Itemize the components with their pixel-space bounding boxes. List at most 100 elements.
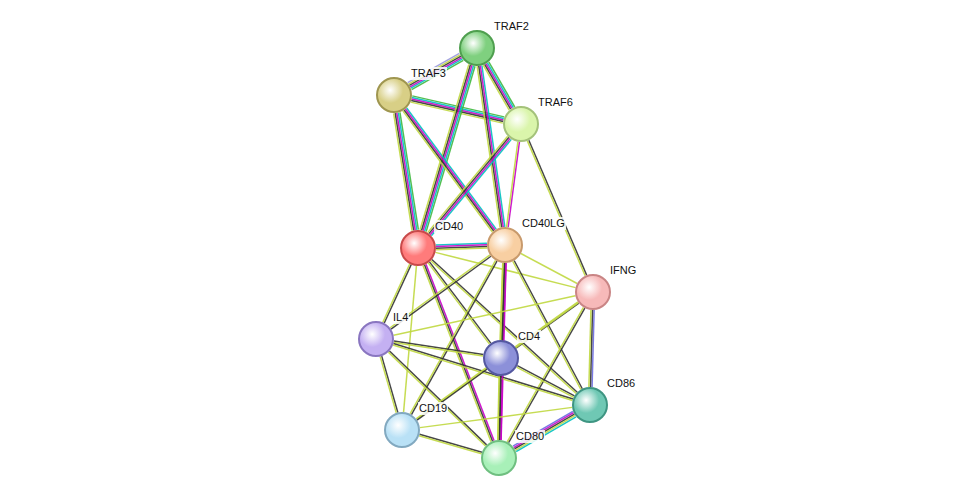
evidence-line [529,140,587,275]
interaction-edge [380,356,398,413]
evidence-line [394,113,412,230]
evidence-line [515,414,575,449]
protein-node: CD40 [400,230,436,266]
interaction-edge [408,53,464,89]
evidence-line [391,256,491,329]
evidence-line [382,356,398,412]
evidence-line [485,64,511,109]
evidence-line [515,302,578,347]
evidence-line [422,65,471,230]
interaction-edge [589,310,594,387]
node-circle [459,30,495,66]
node-label: CD40LG [521,217,566,230]
interaction-edge [521,253,577,283]
evidence-line [477,66,500,227]
interaction-edge [517,366,575,398]
interaction-edge [527,140,586,276]
evidence-line [515,415,575,450]
evidence-line [408,55,460,84]
evidence-line [486,64,512,109]
node-label: CD4 [517,330,541,343]
interaction-edge [417,303,579,420]
evidence-line [410,260,495,414]
node-label: TRAF2 [493,20,530,33]
node-circle [572,387,608,423]
interaction-edge [420,64,475,231]
interaction-edge [436,243,487,250]
evidence-line [514,413,574,448]
evidence-line [436,248,487,250]
evidence-line [411,59,463,88]
evidence-line [419,436,481,454]
evidence-line [404,266,417,412]
evidence-line [410,58,462,87]
interaction-edge [498,376,502,440]
interaction-edge [483,62,515,110]
interaction-edge [394,112,419,230]
node-circle [483,340,519,376]
protein-node: TRAF3 [376,77,412,113]
interaction-edge [513,411,576,451]
evidence-line [589,310,591,387]
interaction-edge [394,296,576,335]
node-circle [503,106,539,142]
evidence-line [513,411,573,446]
evidence-line [398,113,416,230]
evidence-line [431,139,511,235]
evidence-line [380,357,396,413]
evidence-line [527,141,585,276]
evidence-line [397,113,415,230]
node-label: CD40 [434,220,464,233]
node-circle [384,412,420,448]
interaction-edge [507,142,520,228]
node-circle [575,274,611,310]
protein-node: CD40LG [487,227,523,263]
node-label: TRAF6 [537,96,574,109]
node-label: TRAF3 [410,67,447,80]
evidence-line [508,142,519,227]
protein-node: TRAF6 [503,106,539,142]
evidence-line [429,137,509,233]
evidence-line [408,53,460,82]
protein-node: IL4 [358,321,394,357]
evidence-line [409,56,461,85]
protein-node: CD19 [384,412,420,448]
protein-node: CD86 [572,387,608,423]
evidence-line [517,367,574,397]
node-circle [358,321,394,357]
protein-node: CD80 [481,440,517,476]
evidence-line [507,142,518,227]
protein-node: CD4 [483,340,519,376]
node-label: CD19 [418,402,448,415]
interaction-edge [416,368,487,420]
interaction-edge [507,307,585,442]
evidence-line [517,366,574,396]
protein-node: IFNG [575,274,611,310]
evidence-line [507,307,583,442]
evidence-line [416,368,486,419]
evidence-line [487,63,513,108]
evidence-line [521,253,577,283]
evidence-line [394,296,576,335]
evidence-line [420,434,482,452]
node-circle [487,227,523,263]
interaction-edge [404,266,417,412]
protein-node: TRAF2 [459,30,495,66]
evidence-line [498,376,499,440]
evidence-line [395,113,413,230]
node-label: IL4 [392,311,409,324]
evidence-line [428,136,508,232]
node-circle [376,77,412,113]
evidence-line [430,138,510,234]
evidence-line [489,62,515,107]
node-label: CD80 [515,430,545,443]
evidence-line [417,369,487,420]
node-circle [400,230,436,266]
evidence-line [420,64,469,229]
node-label: IFNG [609,264,637,277]
node-label: CD86 [606,377,636,390]
interaction-edge [419,434,482,454]
evidence-line [509,308,585,443]
evidence-line [417,303,579,420]
interaction-edge [428,136,512,235]
